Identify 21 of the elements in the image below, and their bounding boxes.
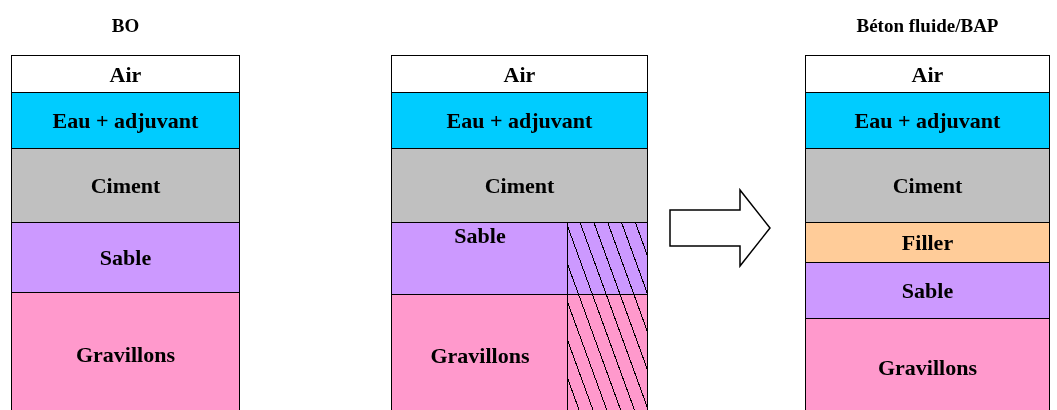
column-title: Béton fluide/BAP <box>855 15 1000 37</box>
sand-layer: Sable <box>11 222 240 294</box>
hatched-area <box>567 222 648 410</box>
air-layer: Air <box>11 55 240 94</box>
cement-layer: Ciment <box>391 148 648 224</box>
layer-column <box>391 55 648 410</box>
water-layer: Eau + adjuvant <box>11 92 240 150</box>
sand-layer: Sable <box>805 262 1050 320</box>
gravel-layer: Gravillons <box>805 318 1050 410</box>
gravel-layer: Gravillons <box>11 292 240 410</box>
water-layer: Eau + adjuvant <box>391 92 648 150</box>
cement-layer: Ciment <box>805 148 1050 224</box>
gravel-layer: Gravillons <box>391 294 648 410</box>
air-layer: Air <box>391 55 648 94</box>
filler-layer: Filler <box>805 222 1050 264</box>
block-arrow <box>669 187 771 269</box>
sand-layer: Sable <box>391 222 648 296</box>
water-layer: Eau + adjuvant <box>805 92 1050 150</box>
air-layer: Air <box>805 55 1050 94</box>
column-title: BO <box>110 15 141 37</box>
cement-layer: Ciment <box>11 148 240 224</box>
